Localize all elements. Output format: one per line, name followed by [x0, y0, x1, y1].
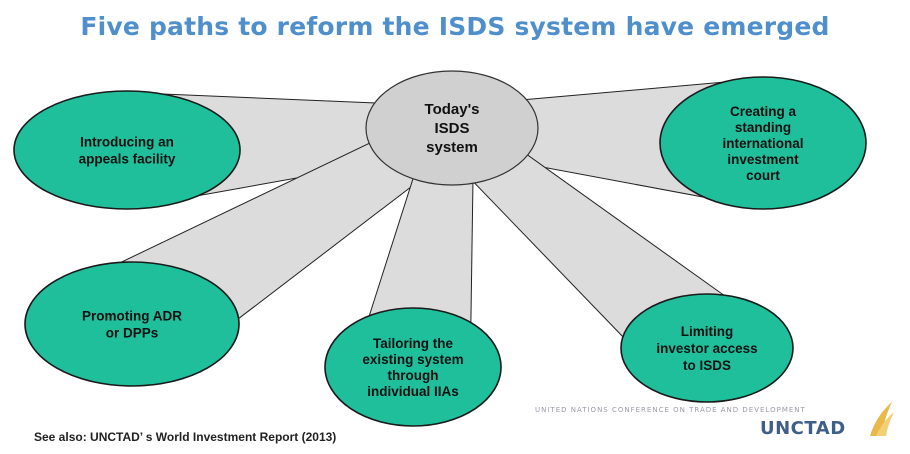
- hub-label-line: ISDS: [434, 120, 469, 137]
- path-nodes: Introducing an appeals facility Creating a…: [13, 76, 867, 427]
- path-node-label-line: Introducing an: [80, 135, 174, 150]
- hub-label-line: system: [426, 139, 478, 156]
- path-node-court: Creating astandinginternationalinvestmen…: [659, 76, 867, 210]
- unctad-org-name: UNITED NATIONS CONFERENCE ON TRADE AND D…: [535, 406, 806, 414]
- path-node-limiting: Limiting investor access to ISDS: [620, 293, 794, 403]
- path-node-label-line: to ISDS: [683, 358, 731, 373]
- path-node-label-line: individual IIAs: [367, 384, 459, 399]
- path-node-label-line: Promoting ADR: [82, 309, 182, 324]
- hub-ellipse: [365, 70, 539, 186]
- path-node-label-line: international: [722, 136, 803, 151]
- path-node-label-line: investor access: [656, 341, 757, 356]
- see-also-note: See also: UNCTAD’ s World Investment Rep…: [34, 430, 337, 444]
- unctad-logo: UNCTAD: [760, 418, 846, 439]
- path-node-appeals: Introducing an appeals facility: [13, 90, 241, 210]
- path-node-adr: Promoting ADR or DPPs: [24, 261, 240, 387]
- unctad-logo-mark-icon: [870, 402, 894, 436]
- path-node-label-line: or DPPs: [106, 326, 159, 341]
- path-node-label-line: appeals facility: [79, 152, 176, 167]
- path-node-label-line: Creating a: [730, 104, 797, 119]
- path-node-label-line: existing system: [362, 352, 463, 367]
- path-node-label-line: Limiting: [681, 324, 734, 339]
- path-node-label-line: standing: [735, 120, 791, 135]
- path-node-label-line: investment: [727, 152, 799, 167]
- hub-label-line: Today's: [425, 101, 480, 118]
- page-title: Five paths to reform the ISDS system hav…: [80, 12, 830, 41]
- path-node-label-line: through: [388, 368, 439, 383]
- path-node-label-line: Tailoring the: [373, 336, 453, 351]
- path-node-label-line: court: [746, 168, 780, 183]
